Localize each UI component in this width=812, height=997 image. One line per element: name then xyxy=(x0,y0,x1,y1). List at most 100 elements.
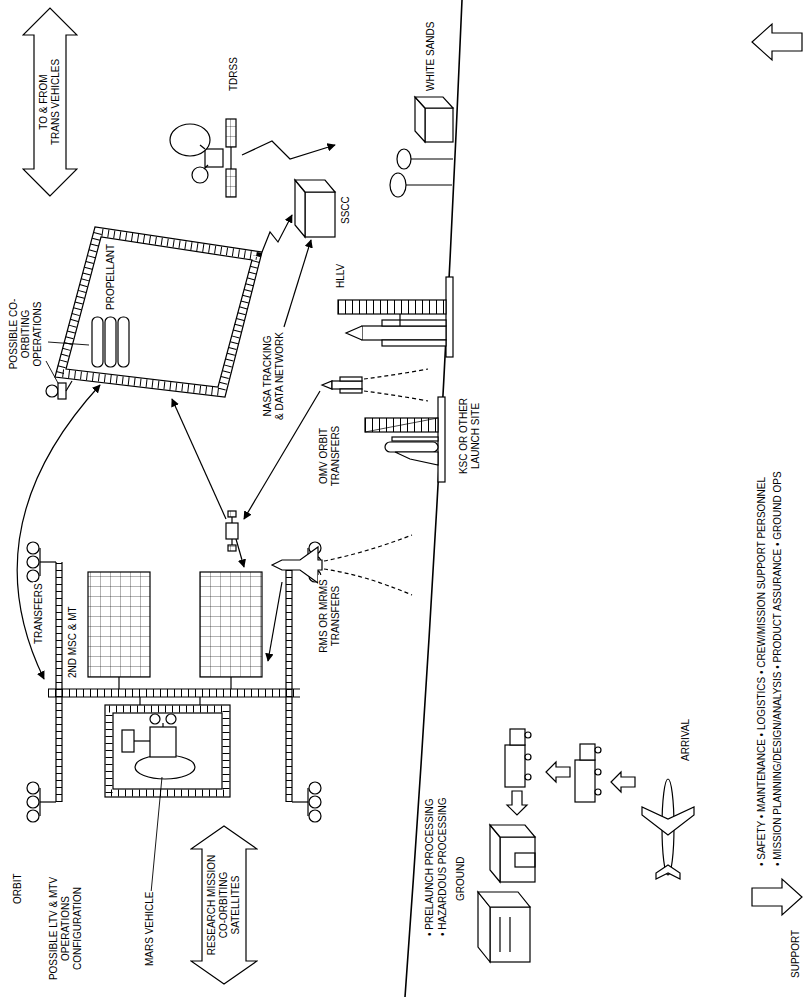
hllv-ascent xyxy=(364,369,428,379)
ground-buildings xyxy=(515,853,535,867)
propellant-depot xyxy=(66,237,252,387)
sscc-building xyxy=(295,180,335,237)
white-sands-station xyxy=(397,149,411,169)
label-text: MARS VEHICLE xyxy=(144,891,156,967)
space-station xyxy=(48,689,300,697)
illustration xyxy=(17,0,802,997)
label-text: WHITE SANDS xyxy=(425,21,437,92)
label-text: GROUND xyxy=(455,856,467,902)
leader-line xyxy=(151,777,162,893)
label-text: ARRIVAL xyxy=(680,718,692,762)
earth-horizon xyxy=(405,0,462,997)
mars-vehicle xyxy=(122,730,134,752)
space-station xyxy=(230,677,231,689)
label-text: • SAFETY • MAINTENANCE • LOGISTICS • CRE… xyxy=(756,476,768,867)
transport-trucks xyxy=(525,754,531,760)
space-station xyxy=(199,697,200,705)
mars-vehicle xyxy=(134,740,150,741)
arrow-text-area: TO & FROM TRANS VEHICLES xyxy=(38,35,62,169)
transport-trucks xyxy=(580,744,595,760)
space-shuttle xyxy=(272,535,412,595)
white-sands-station xyxy=(415,97,453,108)
tdrss-satellite xyxy=(230,147,231,169)
ksc-launch-pad xyxy=(365,418,438,432)
space-station xyxy=(113,713,222,789)
arrow-outline xyxy=(23,8,77,196)
propellant-depot xyxy=(105,317,116,367)
arrow-text-area: RESEARCH MISSIONCO-ORBITING SATELLITES xyxy=(206,849,242,961)
arrival-aircraft xyxy=(642,807,694,835)
omv-vehicle xyxy=(226,511,238,551)
propellant-depot xyxy=(118,317,129,367)
label-text: • MISSION PLANNING/DESIGN/ANALYSIS • PRO… xyxy=(772,470,784,867)
omv-vehicle xyxy=(228,545,236,551)
label-text: RMS OR MRMS TRANSFERS xyxy=(318,575,342,657)
double-arrow-band: RESEARCH MISSIONCO-ORBITING SATELLITES xyxy=(190,825,258,985)
ground-buildings xyxy=(478,825,535,962)
label-text: • HAZARDOUS PROCESSING xyxy=(437,796,449,937)
ground-buildings xyxy=(500,837,535,882)
space-shuttle xyxy=(272,547,322,583)
arrow-label: RESEARCH MISSION xyxy=(206,849,218,961)
omv-vehicle xyxy=(226,523,238,539)
transfer-arrow xyxy=(172,399,226,519)
arrow-outline xyxy=(191,826,257,984)
hllv-launch-pad xyxy=(338,300,446,314)
propellant-depot xyxy=(55,227,262,397)
hllv-ascent xyxy=(364,391,428,401)
transport-trucks xyxy=(595,769,601,775)
space-station xyxy=(139,697,140,705)
ksc-launch-pad xyxy=(385,442,438,452)
transport-trucks xyxy=(595,789,601,795)
tdrss-satellite xyxy=(170,119,236,197)
omv-vehicle xyxy=(228,511,236,517)
space-station xyxy=(200,572,262,677)
label-text: POSSIBLE LTV & MTV OPERATIONS CONFIGURAT… xyxy=(48,870,84,987)
ground-buildings xyxy=(490,825,535,837)
tdrss-satellite xyxy=(200,145,205,149)
tracking-link xyxy=(284,240,311,327)
propellant-depot xyxy=(92,317,103,367)
space-shuttle xyxy=(324,535,412,561)
mars-vehicle xyxy=(135,755,195,779)
propellant-depot xyxy=(46,361,58,383)
mars-vehicle xyxy=(150,714,160,724)
transport-trucks xyxy=(510,729,525,745)
white-sands-station xyxy=(425,108,453,142)
ksc-launch-pad xyxy=(365,397,445,482)
label-text: ORBIT xyxy=(12,872,24,905)
hllv-ascent xyxy=(340,377,362,381)
hllv-ascent xyxy=(340,389,362,393)
mars-vehicle xyxy=(150,727,176,757)
ksc-launch-pad xyxy=(395,452,438,465)
hllv-launch-pad xyxy=(362,326,446,340)
flow-arrow xyxy=(507,24,802,915)
transfer-arrow xyxy=(17,385,320,679)
double-arrow-band: TO & FROM TRANS VEHICLES xyxy=(22,7,78,197)
space-station xyxy=(118,677,119,689)
ksc-launch-pad xyxy=(438,397,445,482)
ksc-launch-pad xyxy=(392,437,438,441)
propellant-depot xyxy=(46,385,58,397)
hllv-launch-pad xyxy=(382,320,446,326)
ksc-launch-pad xyxy=(365,418,438,432)
tdrss-satellite xyxy=(226,119,236,147)
transfer-arrow xyxy=(268,582,282,661)
tdrss-satellite xyxy=(205,149,223,167)
space-station xyxy=(88,572,150,677)
hllv-launch-pad xyxy=(446,277,453,357)
white-sands-station xyxy=(390,173,406,197)
transport-trucks xyxy=(595,747,601,753)
tracking-link xyxy=(242,141,335,159)
tdrss-satellite xyxy=(192,167,208,183)
sscc-building xyxy=(305,192,335,237)
hllv-ascent xyxy=(332,381,362,389)
label-text: • PRELAUNCH PROCESSING xyxy=(424,798,436,937)
label-text: NASA TRACKING & DATA NETWORK xyxy=(262,330,286,422)
space-station xyxy=(27,542,56,582)
flow-arrow xyxy=(611,772,635,792)
ground-buildings xyxy=(478,892,530,907)
